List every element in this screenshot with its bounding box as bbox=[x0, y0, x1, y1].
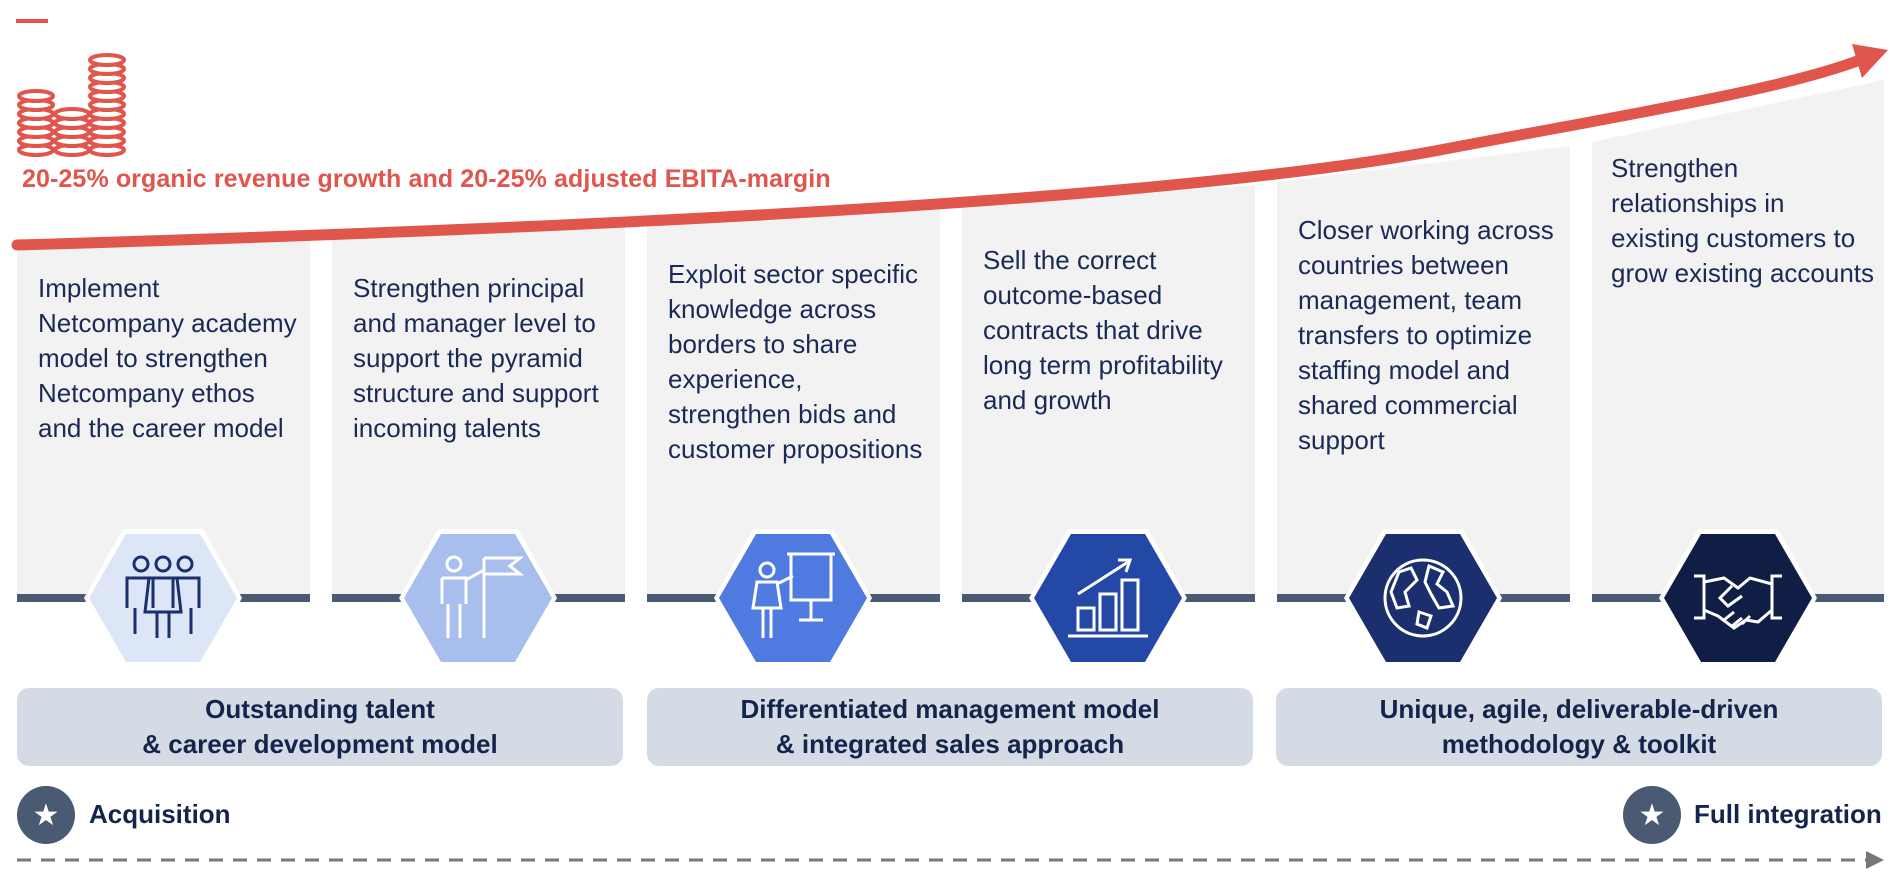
people-group-icon bbox=[84, 529, 242, 667]
pillar-line-1: Unique, agile, deliverable-driven bbox=[1379, 694, 1779, 724]
column-panel-5 bbox=[1277, 146, 1570, 596]
presenter-icon bbox=[714, 529, 872, 667]
column-text-4: Sell the correct outcome-based contracts… bbox=[983, 245, 1223, 415]
column-panel-4 bbox=[962, 185, 1255, 596]
stage-end-label: Full integration bbox=[1694, 799, 1882, 829]
column-text-1: Implement Netcompany academy model to st… bbox=[38, 273, 297, 443]
start-star-icon: ★ bbox=[17, 786, 75, 844]
person-flag-icon bbox=[399, 529, 557, 667]
handshake-icon bbox=[1659, 529, 1817, 667]
column-text-3: Exploit sector specific knowledge across… bbox=[668, 259, 923, 464]
pillar-line-1: Outstanding talent bbox=[205, 694, 435, 724]
growth-arrowhead bbox=[1852, 44, 1888, 78]
timeline-arrowhead bbox=[1866, 851, 1884, 869]
growth-chart-icon bbox=[1029, 529, 1187, 667]
headline: 20-25% organic revenue growth and 20-25%… bbox=[22, 165, 831, 193]
column-text-2: Strengthen principal and manager level t… bbox=[353, 273, 599, 443]
pillar-methodology: Unique, agile, deliverable-driven method… bbox=[1276, 688, 1882, 766]
coins-icon bbox=[17, 53, 126, 157]
column-panels bbox=[17, 80, 1884, 596]
stage-start-label: Acquisition bbox=[89, 799, 231, 829]
accent-dash bbox=[16, 19, 48, 23]
column-text-5: Closer working across countries between … bbox=[1298, 215, 1554, 455]
pillar-line-2: & career development model bbox=[142, 729, 498, 759]
hexagon-icons bbox=[84, 529, 1817, 667]
column-panel-1 bbox=[17, 235, 310, 596]
column-panel-6 bbox=[1592, 80, 1884, 596]
pillar-line-2: methodology & toolkit bbox=[1441, 729, 1717, 759]
globe-icon bbox=[1344, 529, 1502, 667]
pillar-talent: Outstanding talent & career development … bbox=[17, 688, 623, 766]
growth-arrow bbox=[11, 54, 1866, 251]
column-text-6: Strengthen relationships in existing cus… bbox=[1611, 153, 1875, 288]
end-star-icon: ★ bbox=[1623, 786, 1681, 844]
column-panel-2 bbox=[332, 224, 625, 596]
column-panel-3 bbox=[647, 208, 940, 596]
pillar-management: Differentiated management model & integr… bbox=[647, 688, 1253, 766]
column-bars bbox=[17, 594, 1884, 602]
pillar-line-1: Differentiated management model bbox=[740, 694, 1160, 724]
pillar-line-2: & integrated sales approach bbox=[775, 729, 1125, 759]
